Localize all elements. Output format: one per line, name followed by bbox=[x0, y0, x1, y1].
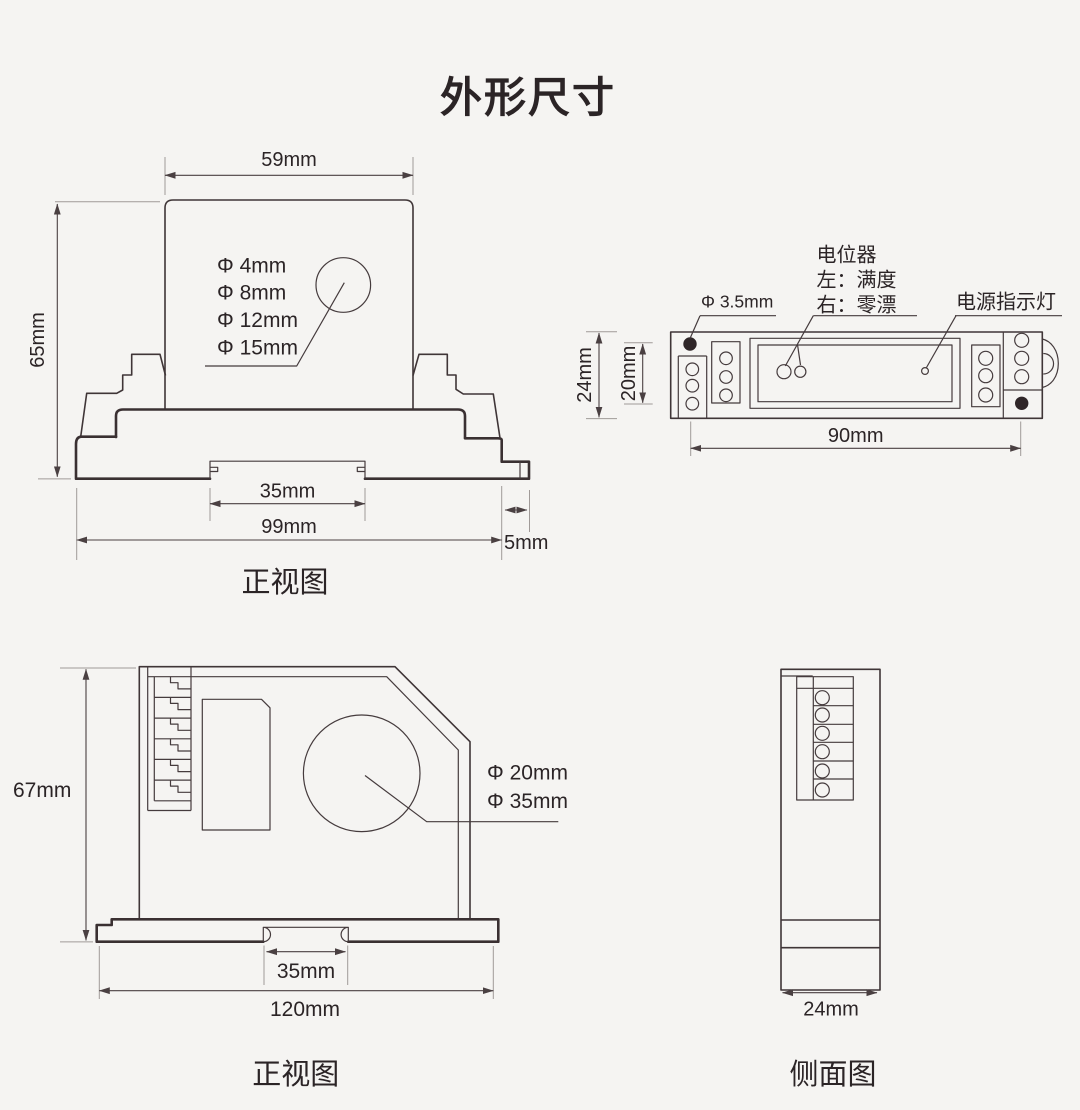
terminal-strip-dividers bbox=[154, 696, 191, 781]
terminal-screws bbox=[814, 690, 830, 798]
dim-base-width: 120mm bbox=[270, 998, 340, 1021]
right-endcap bbox=[1002, 332, 1043, 419]
left-wing bbox=[79, 353, 167, 437]
module-outline bbox=[669, 331, 1044, 420]
body-inner-rim bbox=[191, 676, 459, 920]
dim-base-width: 99mm bbox=[261, 516, 317, 538]
dim-inner-height: 20mm bbox=[618, 346, 640, 402]
potentiometer-left-label: 左：满度 bbox=[817, 269, 897, 292]
terminal-rows bbox=[813, 705, 854, 780]
body-outline bbox=[780, 668, 881, 991]
sensor-head-outline bbox=[164, 199, 414, 410]
dim-top-width: 59mm bbox=[261, 149, 317, 171]
through-hole bbox=[315, 257, 372, 313]
hole-leader-line bbox=[364, 775, 559, 823]
dim-slot: 35mm bbox=[260, 481, 316, 503]
terminal-block-right bbox=[971, 344, 1001, 408]
hole-size-label: Φ 20mm bbox=[487, 762, 568, 785]
potentiometer-label: 电位器 bbox=[817, 244, 877, 267]
body-outline bbox=[138, 665, 471, 920]
potentiometer-right-label: 右：零漂 bbox=[817, 294, 897, 317]
page-title: 外形尺寸 bbox=[440, 74, 616, 121]
dim-height: 65mm bbox=[27, 312, 49, 368]
extension-line bbox=[60, 667, 136, 943]
terminal-block bbox=[796, 676, 854, 801]
left-endcap-screws bbox=[685, 362, 700, 411]
right-wing bbox=[412, 353, 501, 439]
hole-size-label: Φ 35mm bbox=[487, 790, 568, 813]
through-hole bbox=[302, 714, 421, 833]
mount-hole-label: Φ 3.5mm bbox=[701, 292, 773, 312]
hole-size-label: Φ 8mm bbox=[217, 282, 286, 305]
terminal-block-divider bbox=[796, 676, 854, 800]
callout-leader bbox=[689, 315, 701, 339]
right-endcap-screws bbox=[1014, 332, 1030, 385]
front-view-bottom: Φ 20mm Φ 35mm 67mm 35mm 120mm 正视图 bbox=[13, 665, 568, 1091]
view-caption: 正视图 bbox=[252, 1058, 339, 1091]
extension-line bbox=[38, 201, 160, 480]
extension-line bbox=[263, 945, 349, 985]
callout-leader bbox=[925, 315, 957, 368]
label-plate bbox=[201, 698, 271, 831]
label-area-inner bbox=[757, 344, 953, 403]
callout-leader bbox=[784, 315, 814, 367]
label-area-outer bbox=[749, 337, 961, 409]
body-ledge bbox=[114, 408, 467, 439]
din-rail-slot bbox=[262, 926, 349, 943]
hole-size-label: Φ 4mm bbox=[217, 255, 286, 278]
base-outline bbox=[95, 918, 500, 943]
terminal-screws-left bbox=[719, 351, 733, 403]
extension-line bbox=[624, 342, 653, 405]
mounting-hole bbox=[683, 337, 697, 351]
dim-width: 24mm bbox=[803, 999, 859, 1021]
mounting-hole bbox=[1015, 396, 1029, 410]
side-view: 24mm 侧面图 bbox=[780, 668, 881, 1091]
dim-length: 90mm bbox=[828, 425, 884, 447]
hole-size-label: Φ 15mm bbox=[217, 337, 298, 360]
extension-line bbox=[76, 486, 503, 560]
hole-leader-line bbox=[205, 282, 345, 367]
potentiometer-zero-drift bbox=[794, 365, 807, 378]
din-rail-slot bbox=[209, 460, 366, 479]
front-view-top: Φ 4mm Φ 8mm Φ 12mm Φ 15mm 59mm 65mm 35mm… bbox=[27, 149, 548, 599]
power-led bbox=[920, 367, 929, 376]
left-endcap bbox=[677, 355, 708, 419]
base-outline bbox=[74, 435, 531, 480]
dim-height: 24mm bbox=[574, 347, 596, 403]
potentiometer-full-scale bbox=[776, 364, 792, 380]
terminal-strip-steps bbox=[169, 676, 191, 793]
power-led-label: 电源指示灯 bbox=[956, 291, 1056, 314]
terminal-screws-right bbox=[978, 350, 994, 403]
view-caption: 正视图 bbox=[241, 566, 328, 599]
extension-line bbox=[586, 331, 617, 420]
hole-size-label: Φ 12mm bbox=[217, 309, 298, 332]
dim-height: 67mm bbox=[13, 779, 71, 802]
top-view: 24mm 20mm 90mm Φ 3.5mm 电位器 左：满度 右：零漂 电源指… bbox=[574, 244, 1062, 456]
base-lines bbox=[781, 919, 880, 949]
view-caption: 侧面图 bbox=[789, 1058, 876, 1091]
din-latch bbox=[1042, 338, 1059, 389]
dim-clip: 5mm bbox=[504, 532, 548, 554]
terminal-block-left bbox=[711, 341, 741, 404]
dim-slot: 35mm bbox=[277, 960, 335, 983]
